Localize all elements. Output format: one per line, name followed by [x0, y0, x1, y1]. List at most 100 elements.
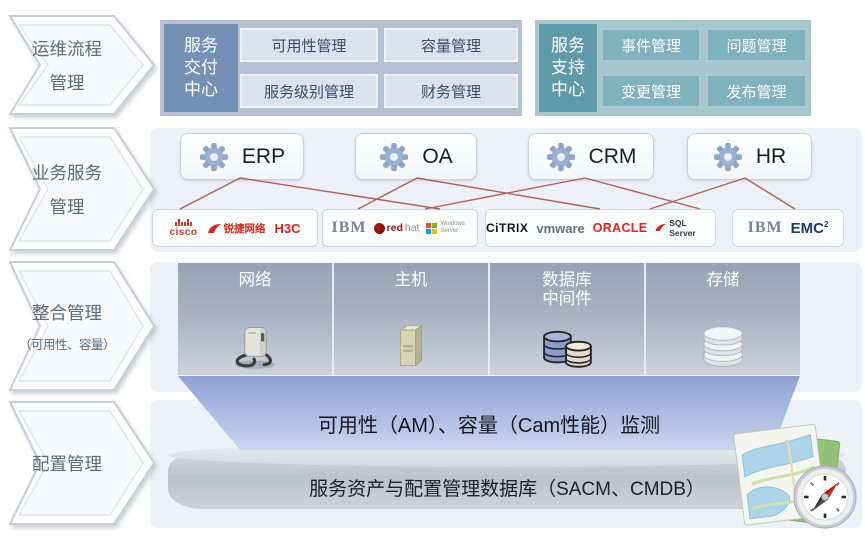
cisco-logo: cisco — [169, 218, 198, 238]
map-compass-icon — [731, 420, 865, 533]
service-delivery-header: 服务 交付 中心 — [164, 24, 238, 112]
support-item-problem: 问题管理 — [706, 28, 807, 62]
process-arrow-operations-label: 运维流程 管理 — [18, 14, 116, 116]
gear-icon — [713, 142, 743, 172]
arrow-label-line: 管理 — [49, 72, 85, 93]
citrix-logo: CiTRIX — [486, 221, 529, 235]
header-line: 交付 — [184, 57, 218, 77]
delivery-item-capacity: 容量管理 — [384, 28, 518, 62]
support-item-release: 发布管理 — [706, 74, 807, 108]
app-box-crm: CRM — [528, 133, 654, 180]
redhat-wordmark: red — [386, 222, 403, 234]
emc-superscript: 2 — [823, 219, 829, 229]
delivery-item-availability: 可用性管理 — [240, 28, 378, 62]
host-server-icon — [334, 322, 488, 370]
header-line: 支持 — [551, 57, 585, 77]
cmdb-banner-text: 服务资产与配置管理数据库（SACM、CMDB） — [309, 479, 705, 500]
infra-column-storage: 存储 — [644, 263, 800, 375]
header-line: 服务 — [184, 35, 218, 55]
cisco-bars-icon — [174, 218, 192, 226]
arrow-label-line: 配置管理 — [32, 453, 102, 474]
support-item-change: 变更管理 — [601, 74, 701, 108]
label-line: 存储 — [706, 271, 740, 289]
chevron-arrow-shape — [8, 261, 156, 391]
storage-icon — [646, 324, 800, 370]
arrow-label-line: 管理 — [49, 196, 85, 217]
arrow-label-line: （可用性、容量） — [18, 337, 116, 352]
app-box-erp: ERP — [180, 133, 304, 180]
vendor-box-storage: IBM EMC2 — [732, 209, 844, 247]
process-arrow-business-service-label: 业务服务 管理 — [18, 126, 116, 252]
infra-column-label: 网络 — [239, 271, 272, 290]
support-item-incident: 事件管理 — [601, 28, 701, 62]
infra-column-label: 数据库 中间件 — [542, 271, 592, 309]
header-line: 中心 — [184, 80, 218, 100]
chevron-arrow-shape — [8, 127, 156, 251]
emc-wordmark: EMC — [790, 219, 824, 237]
h3c-logo: H3C — [274, 220, 301, 236]
app-label: CRM — [588, 144, 637, 168]
ruijie-swoosh-icon — [207, 223, 221, 233]
gear-icon — [199, 142, 229, 172]
network-device-icon — [178, 324, 332, 370]
arrow-label-line: 运维流程 — [32, 38, 102, 59]
ibm-logo: IBM — [747, 219, 783, 236]
label-line: 主机 — [394, 271, 428, 289]
windows-server-wordmark: Windows Server — [440, 221, 465, 234]
oracle-logo: ORACLE — [592, 221, 648, 235]
redhat-wordmark: hat — [404, 222, 420, 234]
header-line: 中心 — [551, 80, 585, 100]
monitor-banner-text: 可用性（AM）、容量（Cam性能）监测 — [317, 414, 661, 437]
sql-server-swoosh-icon — [655, 224, 667, 231]
windows-server-logo: Windows Server — [426, 221, 468, 235]
process-arrow-business-service: 业务服务 管理 — [4, 126, 158, 252]
label-line: 中间件 — [542, 289, 592, 308]
infra-column-network: 网络 — [178, 263, 332, 375]
vmware-logo: vmware — [536, 220, 585, 236]
chevron-arrow-shape — [8, 15, 156, 115]
app-label: ERP — [241, 144, 286, 168]
infra-column-label: 主机 — [395, 271, 428, 290]
cisco-wordmark: cisco — [169, 226, 198, 238]
label-line: 网络 — [238, 271, 272, 289]
redhat-mark-icon — [373, 222, 385, 234]
gear-icon — [379, 142, 409, 172]
arrow-label-line: 整合管理 — [32, 302, 102, 323]
monitor-funnel-banner: 可用性（AM）、容量（Cam性能）监测 — [178, 376, 800, 450]
windows-flag-icon — [426, 222, 438, 234]
delivery-item-finance: 财务管理 — [384, 74, 518, 108]
database-middleware-icon — [490, 328, 644, 370]
app-box-hr: HR — [687, 133, 812, 180]
emc-logo: EMC2 — [791, 220, 829, 237]
infrastructure-columns-panel: 网络 主机 — [178, 263, 800, 375]
process-arrow-operations: 运维流程 管理 — [4, 14, 158, 116]
ruijie-wordmark: 锐捷网络 — [223, 222, 266, 235]
vendor-box-virtualization-db: CiTRIX vmware ORACLE SQL Server — [485, 209, 716, 247]
infra-column-host: 主机 — [332, 263, 488, 375]
arrow-label-line: 业务服务 — [32, 162, 102, 183]
infra-column-database-middleware: 数据库 中间件 — [488, 263, 644, 375]
sql-server-logo: SQL Server — [655, 218, 715, 238]
process-arrow-integration-label: 整合管理 （可用性、容量） — [18, 260, 116, 392]
ruijie-logo: 锐捷网络 — [207, 221, 266, 236]
chevron-arrow-shape — [8, 401, 156, 525]
header-line: 服务 — [551, 35, 585, 55]
sql-server-wordmark: SQL Server — [669, 218, 696, 238]
label-line: 数据库 — [542, 271, 592, 289]
delivery-item-service-level: 服务级别管理 — [240, 74, 378, 108]
vendor-box-network: cisco 锐捷网络 H3C — [152, 209, 318, 247]
service-support-header: 服务 支持 中心 — [539, 24, 597, 112]
process-arrow-configuration: 配置管理 — [4, 400, 158, 526]
service-delivery-group: 服务 交付 中心 可用性管理 容量管理 服务级别管理 财务管理 — [160, 20, 522, 116]
process-arrow-integration: 整合管理 （可用性、容量） — [4, 260, 158, 392]
infra-column-label: 存储 — [707, 271, 740, 290]
app-box-oa: OA — [355, 133, 477, 180]
service-support-group: 服务 支持 中心 事件管理 问题管理 变更管理 发布管理 — [535, 20, 811, 116]
app-label: HR — [755, 144, 787, 168]
gear-icon — [546, 142, 576, 172]
ibm-logo: IBM — [331, 219, 367, 236]
cmdb-disc: 服务资产与配置管理数据库（SACM、CMDB） — [168, 443, 846, 509]
process-arrow-configuration-label: 配置管理 — [18, 400, 116, 526]
